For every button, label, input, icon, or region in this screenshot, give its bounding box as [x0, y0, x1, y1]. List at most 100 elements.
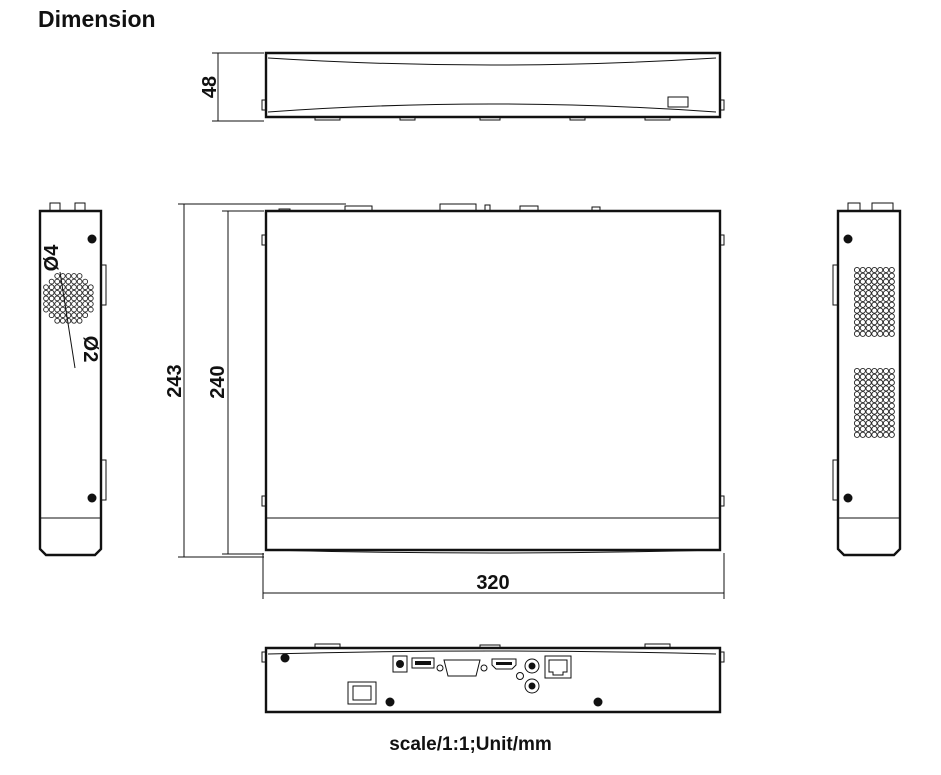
- vent-hole: [76, 312, 83, 319]
- vent-hole: [859, 408, 866, 415]
- vent-hole: [71, 278, 77, 285]
- vent-hole: [853, 373, 861, 380]
- vent-hole: [54, 312, 61, 319]
- vent-hole: [65, 295, 72, 302]
- width-label: 320: [476, 572, 509, 594]
- vent-hole: [888, 284, 895, 291]
- vent-hole: [859, 284, 866, 291]
- vent-hole: [859, 266, 866, 274]
- vent-hole: [859, 295, 866, 303]
- vent-hole: [888, 373, 895, 380]
- vent-hole: [853, 367, 861, 375]
- vent-hole: [865, 414, 872, 421]
- vent-hole: [871, 396, 878, 404]
- vent-hole: [853, 313, 861, 320]
- vent-hole: [877, 367, 884, 375]
- vent-hole: [853, 290, 861, 297]
- front-view: [261, 51, 725, 121]
- vent-hole: [865, 408, 872, 415]
- vent-hole: [43, 295, 49, 302]
- vent-hole: [877, 295, 884, 303]
- body-depth-label: 240: [207, 365, 229, 398]
- vent-hole: [865, 367, 872, 375]
- vent-hole: [59, 312, 66, 319]
- vent-hole: [871, 431, 878, 438]
- vent-hole: [59, 317, 66, 324]
- vent-hole: [865, 402, 872, 409]
- vent-hole: [871, 420, 878, 427]
- vent-hole: [882, 420, 890, 427]
- vent-hole: [865, 373, 872, 380]
- vent-hole: [76, 273, 83, 279]
- vent-hole: [853, 402, 861, 409]
- power-switch: [347, 681, 377, 705]
- vent-hole: [859, 414, 866, 421]
- vent-hole: [888, 391, 895, 398]
- vent-hole: [853, 319, 861, 326]
- vent-hole: [888, 379, 895, 386]
- vent-hole: [71, 289, 77, 296]
- vent-hole: [853, 391, 861, 398]
- vent-hole: [871, 379, 878, 386]
- top-view: [261, 203, 725, 554]
- vent-hole: [882, 330, 890, 337]
- vent-hole: [59, 306, 66, 313]
- vent-hole: [877, 425, 884, 433]
- vent-hole: [853, 385, 861, 392]
- vent-hole: [859, 290, 866, 297]
- vent-hole: [859, 319, 866, 326]
- vent-hole: [71, 306, 77, 313]
- vent-hole: [882, 425, 890, 433]
- vent-hole: [882, 431, 890, 438]
- vent-hole: [877, 313, 884, 320]
- small-hole-label: Ø2: [79, 336, 101, 363]
- vent-grille-upper: [853, 266, 895, 337]
- vent-hole: [882, 396, 890, 404]
- vent-hole: [71, 312, 77, 319]
- ethernet-port: [544, 655, 572, 679]
- vent-hole: [871, 319, 878, 326]
- vent-hole: [865, 301, 872, 308]
- vent-hole: [71, 295, 77, 302]
- vent-hole: [71, 284, 77, 291]
- vent-hole: [859, 301, 866, 308]
- vent-hole: [882, 295, 890, 303]
- vent-hole: [853, 414, 861, 421]
- vent-hole: [871, 272, 878, 279]
- vent-hole: [877, 402, 884, 409]
- vent-hole: [882, 414, 890, 421]
- vent-hole: [853, 420, 861, 427]
- vent-hole: [882, 391, 890, 398]
- vent-hole: [877, 431, 884, 438]
- vent-hole: [871, 324, 878, 332]
- vent-hole: [865, 278, 872, 285]
- vent-grille: [43, 273, 94, 324]
- vent-hole: [48, 312, 55, 319]
- vent-hole: [65, 301, 72, 307]
- vent-hole: [65, 289, 72, 296]
- vent-hole: [76, 278, 83, 285]
- page-title: Dimension: [38, 6, 156, 32]
- vent-hole: [888, 272, 895, 279]
- dc-power-port: [392, 655, 408, 673]
- vent-hole: [65, 317, 72, 324]
- vent-hole: [865, 324, 872, 332]
- vent-hole: [54, 278, 61, 285]
- vent-hole: [871, 408, 878, 415]
- vent-hole: [87, 301, 94, 307]
- vent-hole: [888, 301, 895, 308]
- vent-hole: [859, 367, 866, 375]
- vent-hole: [871, 301, 878, 308]
- vent-hole: [54, 289, 61, 296]
- height-dimension: 48: [199, 52, 264, 122]
- vent-hole: [853, 284, 861, 291]
- overall-depth-label: 243: [164, 364, 186, 397]
- vent-hole: [882, 284, 890, 291]
- right-side-view: [832, 202, 902, 557]
- vent-hole: [877, 278, 884, 285]
- vent-hole: [859, 402, 866, 409]
- vent-hole: [888, 266, 895, 274]
- vent-hole: [82, 312, 89, 319]
- vent-hole: [888, 307, 895, 314]
